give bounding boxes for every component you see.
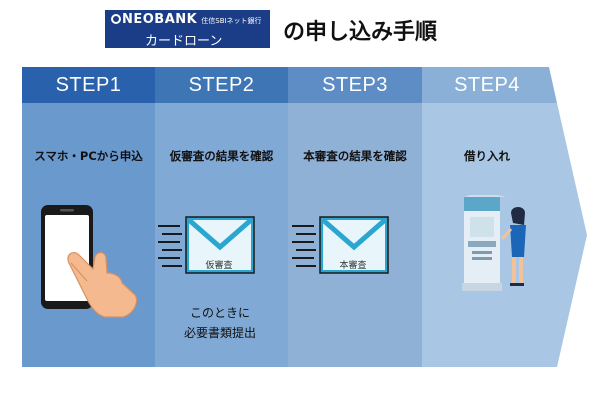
step3-header — [288, 67, 422, 103]
step1-header — [22, 67, 155, 103]
envelope-label-step2: 仮審査 — [205, 261, 233, 271]
step2-note-line2: 必要書類提出 — [183, 326, 256, 340]
step2-note: このときに 必要書類提出 — [155, 303, 285, 343]
smartphone-tap-icon — [41, 205, 138, 318]
step4-label: STEP4 — [454, 74, 520, 96]
step2-label: STEP2 — [188, 74, 255, 96]
step1-title: スマホ・PCから申込 — [34, 149, 143, 163]
page-title: の申し込み手順 — [283, 20, 438, 45]
step3-title: 本審査の結果を確認 — [303, 149, 407, 163]
step4-header — [422, 67, 557, 103]
mail-envelope-icon — [292, 216, 389, 274]
logo-ring-icon — [111, 14, 121, 24]
step2-header — [155, 67, 288, 103]
step2-title: 仮審査の結果を確認 — [169, 149, 274, 163]
logo-product: カードローン — [145, 34, 223, 49]
step3-label: STEP3 — [322, 74, 388, 96]
step2-note-line1: このときに — [189, 306, 250, 320]
logo-brand: NEOBANK — [122, 12, 198, 27]
step4-title: 借り入れ — [464, 149, 510, 163]
atm-person-icon — [462, 195, 526, 291]
logo-brand-sub: 住信SBIネット銀行 — [201, 17, 262, 25]
mail-envelope-icon — [158, 216, 255, 274]
envelope-label-step3: 本審査 — [339, 261, 367, 271]
step1-label: STEP1 — [55, 74, 122, 96]
